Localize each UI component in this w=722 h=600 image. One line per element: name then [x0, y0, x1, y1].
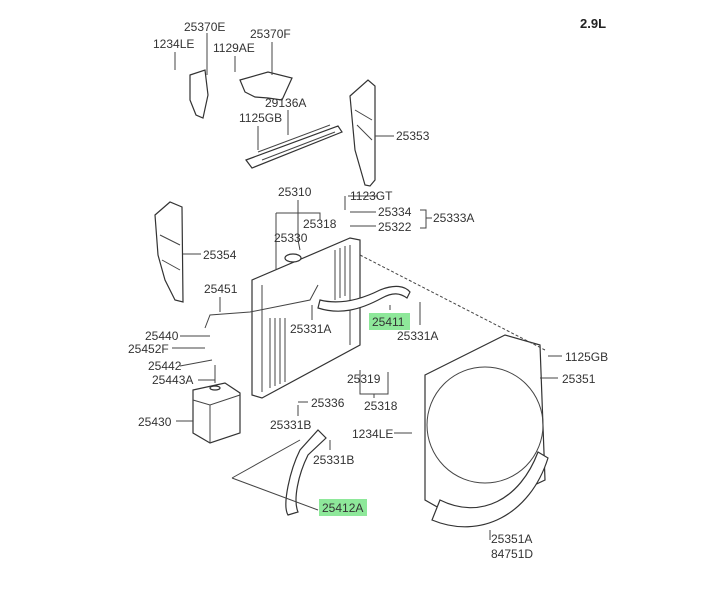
part-number[interactable]: 29136A — [265, 96, 306, 110]
part-number[interactable]: 25319 — [347, 372, 381, 386]
part-drawings — [154, 69, 549, 528]
part-number[interactable]: 25330 — [274, 231, 308, 245]
part-number[interactable]: 25442 — [148, 359, 182, 373]
part-number[interactable]: 25370F — [250, 27, 291, 41]
part-label-25440[interactable]: 25440 — [145, 329, 179, 343]
part-number[interactable]: 1234LE — [352, 427, 393, 441]
part-number[interactable]: 84751D — [491, 547, 533, 561]
part-number[interactable]: 25322 — [378, 220, 412, 234]
part-number[interactable]: 25331B — [313, 453, 354, 467]
part-label-1129ae[interactable]: 1129AE — [213, 41, 255, 55]
radiator-25310 — [251, 237, 361, 399]
lower-hose-25412a — [285, 429, 327, 516]
part-label-25452f[interactable]: 25452F — [128, 342, 169, 356]
part-label-25330[interactable]: 25330 — [274, 231, 308, 245]
part-label-25310[interactable]: 25310 — [278, 185, 312, 199]
engine-label: 2.9L — [580, 16, 606, 31]
part-label-25443a[interactable]: 25443A — [152, 373, 193, 387]
part-label-25451[interactable]: 25451 — [204, 282, 238, 296]
part-label-25319[interactable]: 25319 — [347, 372, 381, 386]
part-label-25353[interactable]: 25353 — [396, 129, 430, 143]
air-guard-25354 — [154, 201, 184, 303]
part-number[interactable]: 25370E — [184, 20, 225, 34]
part-label-25331b[interactable]: 25331B — [313, 453, 354, 467]
part-label-25331b[interactable]: 25331B — [270, 418, 311, 432]
part-number[interactable]: 25331A — [397, 329, 438, 343]
part-label-1125gb[interactable]: 1125GB — [239, 111, 282, 125]
part-number[interactable]: 25412A — [322, 501, 363, 515]
part-number[interactable]: 25452F — [128, 342, 169, 356]
part-label-25412a[interactable]: 25412A — [319, 499, 367, 516]
part-label-25351a[interactable]: 25351A — [491, 532, 532, 546]
part-label-29136a[interactable]: 29136A — [265, 96, 306, 110]
part-label-1123gt[interactable]: 1123GT — [350, 189, 393, 203]
part-number[interactable]: 25310 — [278, 185, 312, 199]
part-label-25333a[interactable]: 25333A — [433, 211, 474, 225]
part-label-1234le[interactable]: 1234LE — [153, 37, 194, 51]
upper-hose-25411 — [317, 285, 411, 312]
part-number[interactable]: 25318 — [364, 399, 398, 413]
part-number[interactable]: 25440 — [145, 329, 179, 343]
part-number[interactable]: 25430 — [138, 415, 172, 429]
part-label-25334[interactable]: 25334 — [378, 205, 412, 219]
part-number[interactable]: 25354 — [203, 248, 237, 262]
part-label-25430[interactable]: 25430 — [138, 415, 172, 429]
part-label-84751d[interactable]: 84751D — [491, 547, 533, 561]
fan-shroud-25351 — [424, 334, 546, 521]
part-label-25370e[interactable]: 25370E — [184, 20, 225, 34]
part-label-25370f[interactable]: 25370F — [250, 27, 291, 41]
leader-lines — [172, 33, 562, 540]
part-label-25442[interactable]: 25442 — [148, 359, 182, 373]
highlight-box — [319, 499, 367, 516]
part-label-25318[interactable]: 25318 — [303, 217, 337, 231]
part-number[interactable]: 25443A — [152, 373, 193, 387]
part-label-25331a[interactable]: 25331A — [290, 322, 331, 336]
part-number[interactable]: 25333A — [433, 211, 474, 225]
highlight-box — [369, 313, 410, 330]
part-label-25351[interactable]: 25351 — [562, 372, 596, 386]
upper-bar-29136a — [245, 125, 343, 169]
radiator-cap-25330 — [284, 253, 302, 263]
part-label-25411[interactable]: 25411 — [369, 313, 410, 330]
part-number[interactable]: 1125GB — [565, 350, 608, 364]
part-label-25354[interactable]: 25354 — [203, 248, 237, 262]
fan-shroud-lower-25351a — [431, 451, 549, 528]
part-label-1234le[interactable]: 1234LE — [352, 427, 393, 441]
part-number[interactable]: 25336 — [311, 396, 345, 410]
part-number[interactable]: 25334 — [378, 205, 412, 219]
part-label-25322[interactable]: 25322 — [378, 220, 412, 234]
part-number[interactable]: 25353 — [396, 129, 430, 143]
part-number[interactable]: 1125GB — [239, 111, 282, 125]
part-number[interactable]: 25351 — [562, 372, 596, 386]
overflow-pipe-25451 — [204, 284, 319, 329]
reservoir-tank-25430 — [192, 382, 241, 444]
part-number[interactable]: 1123GT — [350, 189, 393, 203]
part-label-25336[interactable]: 25336 — [311, 396, 345, 410]
part-label-25331a[interactable]: 25331A — [397, 329, 438, 343]
part-number[interactable]: 25331B — [270, 418, 311, 432]
part-number[interactable]: 1129AE — [213, 41, 255, 55]
part-labels: 25370E1234LE25370F1129AE29136A1125GB2535… — [128, 20, 608, 561]
part-number[interactable]: 1234LE — [153, 37, 194, 51]
bracket-25370e — [189, 69, 209, 119]
air-guard-25353 — [349, 79, 376, 187]
part-number[interactable]: 25331A — [290, 322, 331, 336]
part-number[interactable]: 25411 — [372, 315, 405, 329]
part-number[interactable]: 25318 — [303, 217, 337, 231]
part-label-1125gb[interactable]: 1125GB — [565, 350, 608, 364]
part-label-25318[interactable]: 25318 — [364, 399, 398, 413]
part-number[interactable]: 25351A — [491, 532, 532, 546]
part-number[interactable]: 25451 — [204, 282, 238, 296]
